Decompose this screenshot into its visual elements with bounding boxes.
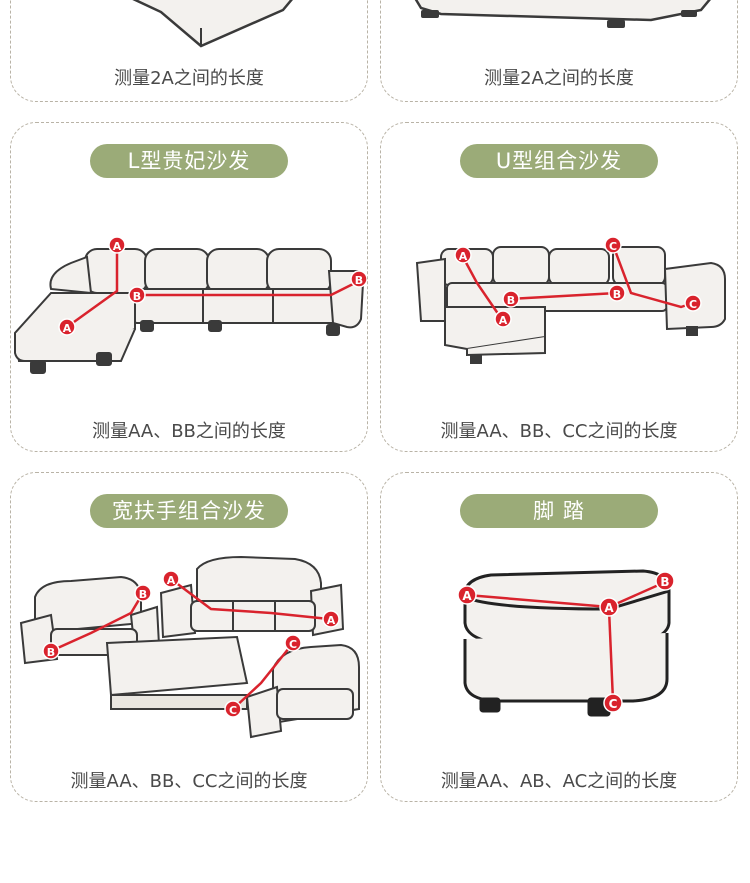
u-sofa-illustration: A A B B C C <box>415 236 726 364</box>
svg-text:C: C <box>609 240 617 253</box>
marker-a: A <box>454 246 472 264</box>
marker-b: B <box>128 286 146 304</box>
marker-a: A <box>162 570 180 588</box>
marker-a: A <box>108 236 126 254</box>
card-caption: 测量AA、AB、AC之间的长度 <box>440 771 678 792</box>
marker-c: C <box>684 294 702 312</box>
svg-text:C: C <box>689 298 697 311</box>
ottoman-illustration: A A B C <box>457 569 675 717</box>
svg-text:B: B <box>47 646 55 659</box>
marker-c: C <box>604 236 622 254</box>
svg-text:A: A <box>604 601 614 615</box>
marker-b: B <box>502 290 520 308</box>
card-caption: 测量AA、BB、CC之间的长度 <box>70 771 308 792</box>
svg-text:C: C <box>229 704 237 717</box>
svg-text:B: B <box>139 588 147 601</box>
card-title-pill: U型组合沙发 <box>460 144 658 178</box>
card-caption: 测量AA、BB、CC之间的长度 <box>440 421 678 442</box>
svg-text:C: C <box>289 638 297 651</box>
svg-text:C: C <box>609 697 618 711</box>
card-ottoman: 脚 踏 A A B C <box>380 472 738 802</box>
card-caption: 测量2A之间的长度 <box>484 68 634 89</box>
marker-a: A <box>322 610 340 628</box>
marker-b: B <box>608 284 626 302</box>
svg-text:B: B <box>660 575 669 589</box>
svg-text:A: A <box>499 314 508 327</box>
marker-a: A <box>599 597 619 617</box>
card-title-pill: L型贵妃沙发 <box>90 144 288 178</box>
marker-a: A <box>457 585 477 605</box>
svg-text:A: A <box>327 614 336 627</box>
marker-a: A <box>58 318 76 336</box>
card-top-left: 测量2A之间的长度 <box>10 0 368 102</box>
svg-text:A: A <box>113 240 122 253</box>
svg-text:A: A <box>63 322 72 335</box>
card-u-sofa: U型组合沙发 A <box>380 122 738 452</box>
wide-arm-sofa-illustration: B B A A C C <box>19 555 360 739</box>
svg-text:A: A <box>167 574 176 587</box>
card-caption: 测量2A之间的长度 <box>114 68 264 89</box>
marker-a: A <box>494 310 512 328</box>
svg-text:B: B <box>507 294 515 307</box>
card-wide-arm-sofa: 宽扶手组合沙发 <box>10 472 368 802</box>
svg-text:B: B <box>613 288 621 301</box>
svg-text:A: A <box>459 250 468 263</box>
svg-text:B: B <box>355 274 363 287</box>
svg-text:B: B <box>133 290 141 303</box>
card-l-sofa: L型贵妃沙发 <box>10 122 368 452</box>
sofa-illustration-partial <box>414 0 711 28</box>
card-top-right: 测量2A之间的长度 <box>380 0 738 102</box>
svg-text:A: A <box>462 589 472 603</box>
marker-b: B <box>655 571 675 591</box>
card-title-pill: 脚 踏 <box>460 494 658 528</box>
marker-c: C <box>224 700 242 718</box>
marker-c: C <box>603 693 623 713</box>
l-sofa-illustration: A A B B <box>13 236 367 374</box>
card-caption: 测量AA、BB之间的长度 <box>92 421 286 442</box>
marker-c: C <box>284 634 302 652</box>
marker-b: B <box>42 642 60 660</box>
marker-b: B <box>350 270 367 288</box>
card-title-pill: 宽扶手组合沙发 <box>90 494 288 528</box>
sofa-illustration-partial <box>132 0 293 48</box>
marker-b: B <box>134 584 152 602</box>
